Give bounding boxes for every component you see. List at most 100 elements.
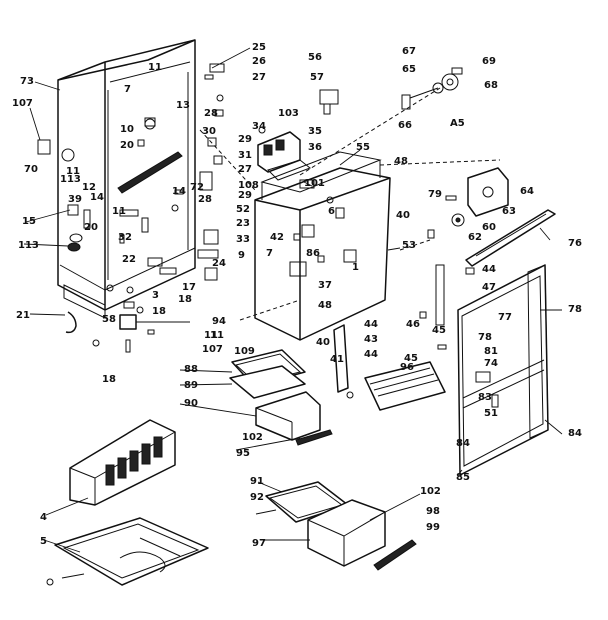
door-panel: [457, 264, 549, 476]
callout-4: 4: [40, 512, 47, 523]
callout-81: 81: [484, 346, 498, 357]
callout-77: 77: [498, 312, 512, 323]
callout-48: 48: [394, 156, 408, 167]
cabinet-hardware: [117, 63, 225, 281]
callout-53: 53: [402, 240, 416, 251]
callout-40: 40: [316, 337, 330, 348]
callout-85: 85: [456, 472, 470, 483]
callout-78: 78: [568, 304, 582, 315]
callout-23: 23: [236, 218, 250, 229]
callout-113: 113: [18, 240, 39, 251]
callout-44: 44: [364, 349, 378, 360]
callout-11: 11: [210, 330, 224, 341]
callout-28: 28: [198, 194, 212, 205]
callout-103: 103: [278, 108, 299, 119]
control-housing: [257, 89, 339, 181]
callout-35: 35: [308, 126, 322, 137]
callout-18: 18: [178, 294, 192, 305]
grille: [69, 419, 176, 506]
callout-40: 40: [396, 210, 410, 221]
callout-45: 45: [404, 353, 418, 364]
callout-63: 63: [502, 206, 516, 217]
callout-44: 44: [364, 319, 378, 330]
callout-20: 20: [84, 222, 98, 233]
callout-107: 107: [202, 344, 223, 355]
callout-55: 55: [356, 142, 370, 153]
callout-32: 32: [118, 232, 132, 243]
callout-43: 43: [364, 334, 378, 345]
callout-31: 31: [238, 150, 252, 161]
callout-28: 28: [204, 108, 218, 119]
callout-24: 24: [212, 258, 226, 269]
callout-79: 79: [428, 189, 442, 200]
callout-84: 84: [456, 438, 470, 449]
callout-11: 11: [112, 206, 126, 217]
callout-14: 14: [90, 192, 104, 203]
callout-17: 17: [182, 282, 196, 293]
callout-74: 74: [484, 358, 498, 369]
callout-A5: A5: [450, 118, 465, 129]
callout-56: 56: [308, 52, 322, 63]
callout-3: 3: [152, 290, 159, 301]
callout-102: 102: [242, 432, 263, 443]
callout-7: 7: [266, 248, 273, 259]
callout-86: 86: [306, 248, 320, 259]
callout-52: 52: [236, 204, 250, 215]
callout-37: 37: [318, 280, 332, 291]
callout-13: 13: [176, 100, 190, 111]
callout-73: 73: [20, 76, 34, 87]
callout-10: 10: [120, 124, 134, 135]
callout-22: 22: [122, 254, 136, 265]
callout-62: 62: [468, 232, 482, 243]
callout-102: 102: [420, 486, 441, 497]
callout-76: 76: [568, 238, 582, 249]
callout-60: 60: [482, 222, 496, 233]
drain-pan: [46, 517, 209, 586]
callout-42: 42: [270, 232, 284, 243]
callout-33: 33: [236, 234, 250, 245]
rail-and-shelf: [333, 324, 446, 411]
callout-90: 90: [184, 398, 198, 409]
callout-101: 101: [304, 178, 325, 189]
callout-14: 14: [172, 186, 186, 197]
callout-39: 39: [68, 194, 82, 205]
callout-51: 51: [484, 408, 498, 419]
callout-11: 11: [148, 62, 162, 73]
inner-liner: [254, 151, 391, 341]
callout-94: 94: [212, 316, 226, 327]
callout-89: 89: [184, 380, 198, 391]
callout-91: 91: [250, 476, 264, 487]
callout-25: 25: [252, 42, 266, 53]
callout-70: 70: [24, 164, 38, 175]
callout-29: 29: [238, 190, 252, 201]
callout-47: 47: [482, 282, 496, 293]
callout-44: 44: [482, 264, 496, 275]
callout-1: 1: [352, 262, 359, 273]
callout-18: 18: [152, 306, 166, 317]
callout-72: 72: [190, 182, 204, 193]
callout-30: 30: [202, 126, 216, 137]
cabinet-shell: [57, 39, 196, 319]
callout-27: 27: [252, 72, 266, 83]
callout-97: 97: [252, 538, 266, 549]
callout-99: 99: [426, 522, 440, 533]
callout-46: 46: [406, 319, 420, 330]
callout-78: 78: [478, 332, 492, 343]
callout-9: 9: [238, 250, 245, 261]
right-parts: [401, 67, 556, 350]
callout-65: 65: [402, 64, 416, 75]
callout-11: 11: [66, 166, 80, 177]
callout-34: 34: [252, 121, 266, 132]
callout-29: 29: [238, 134, 252, 145]
callout-113: 113: [60, 174, 81, 185]
callout-41: 41: [330, 354, 344, 365]
callout-7: 7: [124, 84, 131, 95]
callout-21: 21: [16, 310, 30, 321]
callout-109: 109: [234, 346, 255, 357]
callout-108: 108: [238, 180, 259, 191]
callout-69: 69: [482, 56, 496, 67]
callout-83: 83: [478, 392, 492, 403]
